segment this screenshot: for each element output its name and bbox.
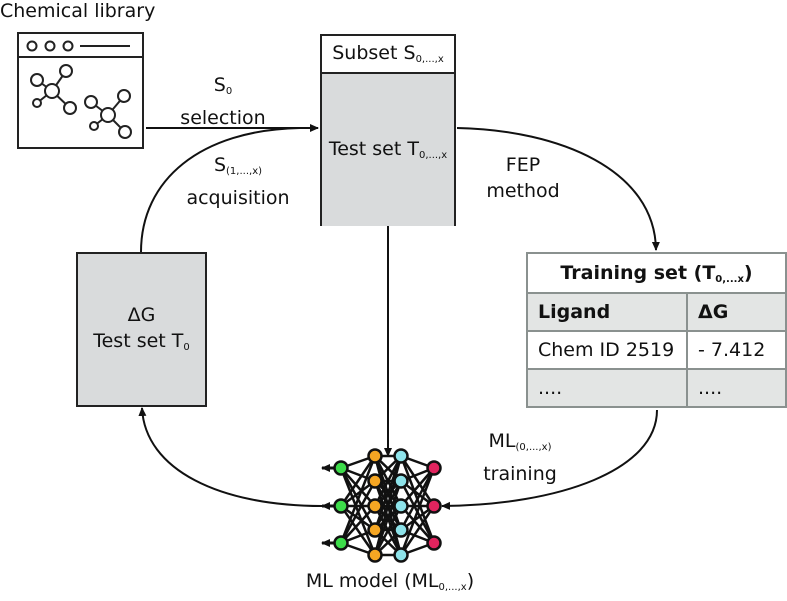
input-node bbox=[426, 535, 442, 551]
ml-training-arrow bbox=[441, 409, 658, 510]
hidden-node bbox=[367, 473, 383, 489]
table-header-row: Ligand ΔG bbox=[526, 292, 787, 332]
delta-g-label: ΔG bbox=[127, 304, 156, 326]
ml-training-label: ML(0,...,x) training bbox=[483, 430, 557, 485]
output-node bbox=[333, 460, 349, 476]
test-set-t0-label: Test set T0 bbox=[93, 330, 190, 353]
input-node bbox=[426, 498, 442, 514]
subset-header: Subset S0,...,x bbox=[322, 36, 454, 74]
test-set-body: Test set T0,...,x bbox=[322, 74, 454, 226]
nn-edge bbox=[399, 467, 436, 556]
nn-edge bbox=[373, 480, 403, 556]
acquisition-label: S(1,...,x) acquisition bbox=[186, 154, 290, 209]
table-title-row: Training set (T0,...x) bbox=[526, 252, 787, 294]
nn-edge bbox=[339, 480, 377, 544]
cell-ligand: .... bbox=[526, 368, 688, 408]
nn-edge bbox=[399, 467, 436, 531]
hidden-node bbox=[393, 522, 409, 538]
test-set-t0-box: ΔG Test set T0 bbox=[76, 252, 207, 407]
nn-edge bbox=[399, 455, 436, 507]
nn-edge bbox=[400, 505, 435, 544]
nn-edge bbox=[340, 467, 376, 507]
table-row: .... .... bbox=[526, 368, 787, 408]
fep-label: FEP method bbox=[486, 154, 560, 202]
neural-network-icon bbox=[321, 448, 442, 563]
subset-box: Subset S0,...,x Test set T0,...,x bbox=[320, 34, 456, 226]
header-delta-g: ΔG bbox=[686, 292, 787, 332]
input-node bbox=[426, 460, 442, 476]
hidden-node bbox=[367, 522, 383, 538]
ml-model-label: ML model (ML0,...,x) bbox=[305, 570, 475, 593]
hidden-node bbox=[367, 498, 383, 514]
nn-edge bbox=[399, 505, 436, 556]
nn-edge bbox=[373, 505, 403, 556]
molecule-browser-icon bbox=[17, 32, 144, 149]
nn-edge bbox=[400, 467, 435, 507]
cell-ligand: Chem ID 2519 bbox=[526, 330, 688, 370]
hidden-node bbox=[393, 498, 409, 514]
hidden-node bbox=[393, 473, 409, 489]
cell-delta-g: .... bbox=[686, 368, 787, 408]
table-row: Chem ID 2519 - 7.412 bbox=[526, 330, 787, 370]
nn-edge bbox=[373, 455, 403, 507]
acquisition-arc bbox=[140, 127, 301, 253]
hidden-node bbox=[393, 547, 409, 563]
chemical-library-title: Chemical library bbox=[0, 0, 156, 22]
training-set-table: Training set (T0,...x) Ligand ΔG Chem ID… bbox=[526, 252, 787, 408]
selection-label: S0 selection bbox=[180, 74, 266, 129]
nn-edge bbox=[339, 455, 377, 544]
output-node bbox=[333, 498, 349, 514]
hidden-node bbox=[367, 547, 383, 563]
nn-edge bbox=[340, 505, 376, 544]
fep-arrow bbox=[456, 127, 660, 251]
nn-edge bbox=[339, 455, 377, 507]
hidden-node bbox=[393, 448, 409, 464]
prediction-arrow bbox=[138, 407, 323, 507]
nn-edge bbox=[339, 505, 377, 556]
hidden-node bbox=[367, 448, 383, 464]
header-ligand: Ligand bbox=[526, 292, 688, 332]
cell-delta-g: - 7.412 bbox=[686, 330, 787, 370]
nn-edge bbox=[373, 455, 403, 556]
output-node bbox=[333, 535, 349, 551]
